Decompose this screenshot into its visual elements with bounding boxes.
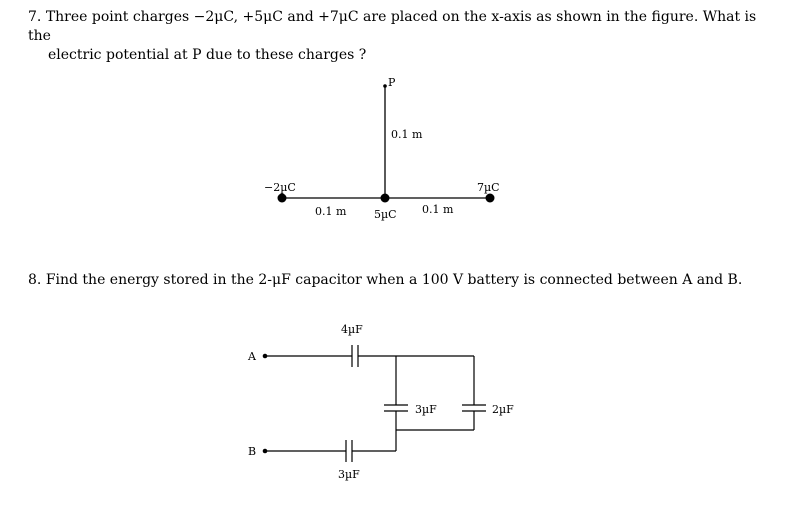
terminal-a-label: A xyxy=(247,350,257,363)
question-7-number: 7. xyxy=(28,9,42,25)
point-p-label: P xyxy=(388,76,396,89)
cap-middle-label: 3µF xyxy=(415,403,437,416)
charge-left-dot xyxy=(277,193,287,203)
point-p-dot xyxy=(383,84,387,88)
question-7: 7. Three point charges −2μC, +5μC and +7… xyxy=(28,8,768,65)
question-8-number: 8. xyxy=(28,272,42,288)
question-7-line-1: 7. Three point charges −2μC, +5μC and +7… xyxy=(28,8,768,46)
charge-diagram xyxy=(282,86,490,199)
left-distance-label: 0.1 m xyxy=(315,205,347,218)
question-7-text-line-2: electric potential at P due to these cha… xyxy=(48,47,367,63)
question-7-text-line-1: Three point charges −2μC, +5μC and +7μC … xyxy=(28,9,757,44)
cap-right-label: 2µF xyxy=(492,403,514,416)
charge-middle-dot xyxy=(380,193,390,203)
vertical-distance-label: 0.1 m xyxy=(391,128,423,141)
left-charge-label: −2µC xyxy=(264,181,296,194)
terminal-b-label: B xyxy=(248,445,256,458)
cap-top-label: 4µF xyxy=(341,323,363,336)
terminal-a-dot xyxy=(262,353,268,359)
right-distance-label: 0.1 m xyxy=(422,203,454,216)
right-charge-label: 7µC xyxy=(477,181,500,194)
terminal-b-dot xyxy=(262,448,268,454)
cap-bottom-label: 3µF xyxy=(338,468,360,481)
question-8: 8. Find the energy stored in the 2-μF ca… xyxy=(28,271,768,290)
capacitor-circuit xyxy=(264,345,486,462)
charge-right-dot xyxy=(485,193,495,203)
question-8-text: Find the energy stored in the 2-μF capac… xyxy=(45,272,743,288)
middle-charge-label: 5µC xyxy=(374,208,397,221)
